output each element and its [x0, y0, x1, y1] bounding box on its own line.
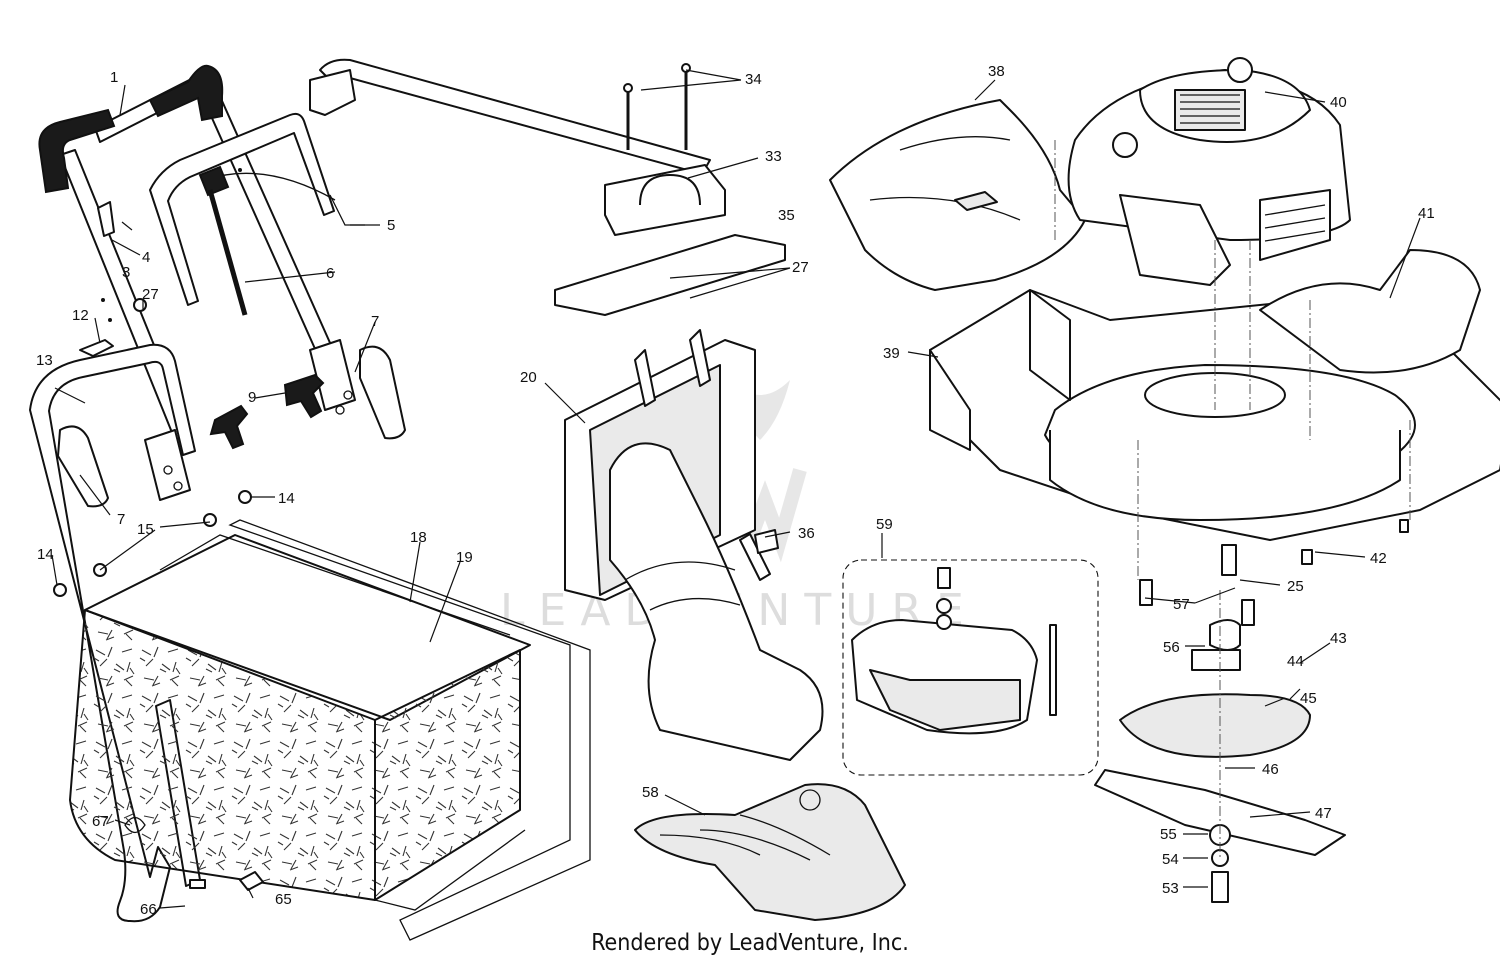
- mulch-kit-inset: [842, 559, 1099, 776]
- callout-57: 57: [1173, 596, 1190, 613]
- callout-9: 9: [248, 389, 256, 406]
- callout-38: 38: [988, 63, 1005, 80]
- callout-55: 55: [1160, 826, 1177, 843]
- callout-67: 67: [92, 813, 109, 830]
- callout-54: 54: [1162, 851, 1179, 868]
- engine: [1067, 57, 1351, 286]
- callout-27a: 27: [142, 286, 159, 303]
- callout-5: 5: [387, 217, 395, 234]
- callout-47: 47: [1315, 805, 1332, 822]
- callout-36: 36: [798, 525, 815, 542]
- callout-41: 41: [1418, 205, 1435, 222]
- bail-lever: [149, 112, 335, 306]
- callout-27b: 27: [792, 259, 809, 276]
- callout-15a: 15: [137, 521, 154, 538]
- callout-56: 56: [1163, 639, 1180, 656]
- knob-36: [754, 529, 779, 554]
- callout-35: 35: [778, 207, 795, 224]
- callout-66: 66: [140, 901, 157, 918]
- callout-40: 40: [1330, 94, 1347, 111]
- callout-44: 44: [1287, 653, 1304, 670]
- rear-door-assembly: [309, 58, 786, 316]
- discharge-chute: [564, 329, 824, 761]
- callout-20: 20: [520, 369, 537, 386]
- callout-53: 53: [1162, 880, 1179, 897]
- callout-19: 19: [456, 549, 473, 566]
- engine-shroud: [829, 99, 1086, 291]
- callout-13: 13: [36, 352, 53, 369]
- callout-59: 59: [876, 516, 893, 533]
- blade-assembly: [1094, 519, 1409, 903]
- callout-14a: 14: [278, 490, 295, 507]
- callout-46: 46: [1262, 761, 1279, 778]
- callout-4: 4: [142, 249, 150, 266]
- callout-3: 3: [122, 264, 130, 281]
- callout-1: 1: [110, 69, 118, 86]
- callout-34: 34: [745, 71, 762, 88]
- side-cover: [1259, 249, 1481, 374]
- leader-lines: [51, 69, 1421, 909]
- callout-39: 39: [883, 345, 900, 362]
- lower-handle: [29, 343, 196, 923]
- callout-12: 12: [72, 307, 89, 324]
- callout-6: 6: [326, 265, 334, 282]
- callout-58: 58: [642, 784, 659, 801]
- callout-18: 18: [410, 529, 427, 546]
- grass-catcher: [69, 519, 591, 941]
- callout-25: 25: [1287, 578, 1304, 595]
- footer-credit: Rendered by LeadVenture, Inc.: [591, 930, 909, 956]
- callout-33: 33: [765, 148, 782, 165]
- callout-7a: 7: [371, 313, 379, 330]
- callout-43: 43: [1330, 630, 1347, 647]
- callout-7b: 7: [117, 511, 125, 528]
- handle-assembly: [38, 64, 356, 501]
- mulch-plug: [634, 783, 906, 921]
- callout-65: 65: [275, 891, 292, 908]
- callout-labels: 1 3 4 5 6 7 7 9 12 13 14 14 15 15 18 19 …: [36, 63, 1435, 918]
- callout-42: 42: [1370, 550, 1387, 567]
- callout-45: 45: [1300, 690, 1317, 707]
- callout-14b: 14: [37, 546, 54, 563]
